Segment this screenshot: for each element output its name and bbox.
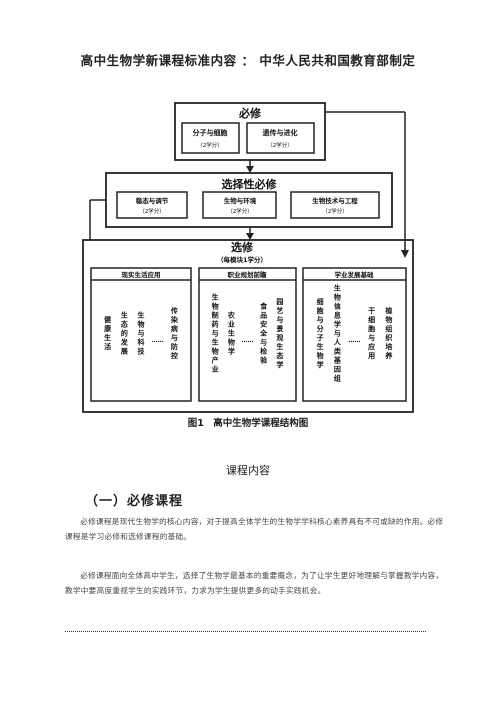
paragraph: 必修课程是现代生物学的核心内容，对于提高全体学生的生物学学科核心素养具有不可或缺… xyxy=(65,517,444,541)
elective-required-label: 选择性必修 xyxy=(222,177,278,191)
elective-label: 选修 xyxy=(231,240,254,254)
course-column: 健康生活 xyxy=(104,315,112,351)
module-box xyxy=(246,122,315,154)
group-box xyxy=(90,267,192,402)
ellipsis: …… xyxy=(152,337,164,344)
group-label: 职业规划前瞻 xyxy=(228,270,268,279)
heading-required-course: （一）必修课程 xyxy=(85,494,184,509)
group-label: 学业发展基础 xyxy=(335,270,375,279)
course-column: 食品安全与检验 xyxy=(259,302,268,365)
module-credit: （2学分） xyxy=(197,141,223,149)
course-column: 生物制药与生物产业 xyxy=(212,293,219,374)
module-box xyxy=(202,191,277,219)
module-box xyxy=(181,122,240,154)
module-box xyxy=(116,191,188,219)
module-name: 生物技术与工程 xyxy=(312,196,358,205)
dotted-divider xyxy=(65,631,426,632)
module-credit: （2学分） xyxy=(322,207,348,215)
module-box xyxy=(290,191,380,219)
module-name: 分子与细胞 xyxy=(193,128,228,137)
group-box xyxy=(198,267,297,402)
course-column: 细胞与分子生物学 xyxy=(316,297,324,369)
module-credit: （2学分） xyxy=(267,141,293,149)
module-credit: （2学分） xyxy=(139,207,165,215)
section-title: 课程内容 xyxy=(226,464,270,477)
course-column: 生物与科技 xyxy=(138,311,146,356)
module-credit: （2学分） xyxy=(227,207,253,215)
document-title: 高中生物学新课程标准内容 ： 中华人民共和国教育部制定 xyxy=(80,53,416,68)
course-column: 生态的发展 xyxy=(120,311,129,356)
paragraph: 必修课程面向全体高中学生，选择了生物学最基本的重要概念，为了让学生更好地理解与掌… xyxy=(65,571,444,595)
course-column: 干细胞与应用 xyxy=(367,307,375,360)
required-label: 必修 xyxy=(238,106,262,120)
module-name: 生物与环境 xyxy=(224,196,257,205)
course-column: 生物信息学与人类基因组 xyxy=(333,284,342,383)
elective-box xyxy=(82,239,414,413)
course-column: 植物组织培养 xyxy=(384,306,392,360)
group-label: 现实生活应用 xyxy=(122,270,161,279)
elective-sublabel: （每模块1学分） xyxy=(217,255,267,264)
module-name: 稳态与调节 xyxy=(136,196,169,205)
course-column: 传染病与防控 xyxy=(170,306,179,360)
ellipsis: …… xyxy=(242,337,254,344)
course-column: 农业生物学 xyxy=(227,311,235,356)
course-column: 园艺与景观生态学 xyxy=(275,297,283,369)
module-name: 遗传与进化 xyxy=(262,128,298,137)
figure-caption: 图1 高中生物学课程结构图 xyxy=(187,418,309,429)
group-box xyxy=(302,267,407,402)
ellipsis: …… xyxy=(349,337,361,344)
